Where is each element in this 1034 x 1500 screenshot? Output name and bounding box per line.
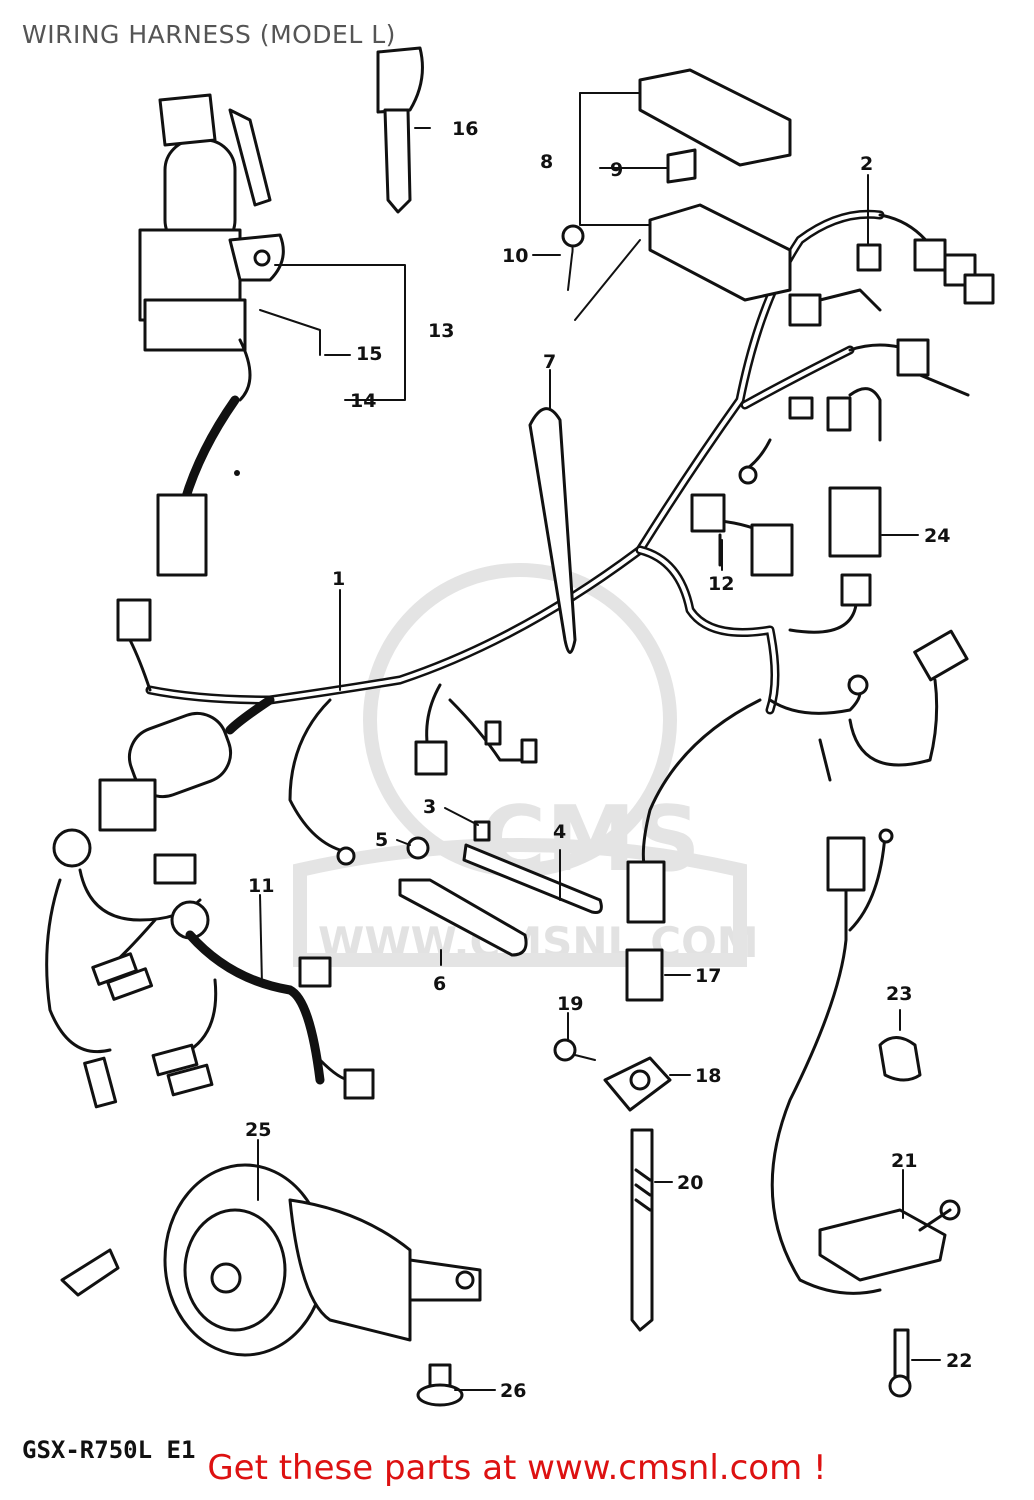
callout-3: 3 [423,796,436,818]
callout-5: 5 [375,829,388,851]
side-stand-switch [770,828,961,1398]
callout-17: 17 [695,965,721,987]
callout-22: 22 [946,1350,972,1372]
fuse-box [561,68,792,321]
cable-tie [528,407,577,654]
model-code: GSX-R750L E1 [22,1436,196,1464]
callout-23: 23 [886,983,912,1005]
callout-13: 13 [428,320,454,342]
callout-12: 12 [708,573,734,595]
horn [163,1163,482,1407]
neutral-switch [553,860,672,1332]
callout-8: 8 [540,151,553,173]
callout-24: 24 [924,525,950,547]
callout-9: 9 [610,159,623,181]
callout-7: 7 [543,351,556,373]
main-harness [98,209,995,872]
promo-link[interactable]: Get these parts at www.cmsnl.com ! [207,1448,827,1488]
wiring-harness-diagram: CMS [45,46,995,1407]
callout-15: 15 [356,343,382,365]
ignition-switch [138,93,285,577]
callout-26: 26 [500,1380,526,1402]
callout-19: 19 [557,993,583,1015]
callout-10: 10 [502,245,528,267]
callout-6: 6 [433,973,446,995]
callouts: 1 2 3 4 5 6 7 8 9 10 11 12 13 14 15 16 1… [245,118,972,1402]
callout-16: 16 [452,118,478,140]
connector-2 [856,243,882,272]
brackets [398,820,603,957]
ignition-key [376,46,424,214]
leader-lines [257,127,941,1391]
callout-21: 21 [891,1150,917,1172]
callout-2: 2 [860,153,873,175]
callout-11: 11 [248,875,274,897]
sub-harness [45,828,375,1109]
front-arrow-icon [60,1248,120,1297]
callout-20: 20 [677,1172,703,1194]
callout-1: 1 [332,568,345,590]
callout-25: 25 [245,1119,271,1141]
diagram-title: WIRING HARNESS (MODEL L) [22,20,396,49]
callout-18: 18 [695,1065,721,1087]
callout-4: 4 [553,821,566,843]
callout-14: 14 [350,390,376,412]
